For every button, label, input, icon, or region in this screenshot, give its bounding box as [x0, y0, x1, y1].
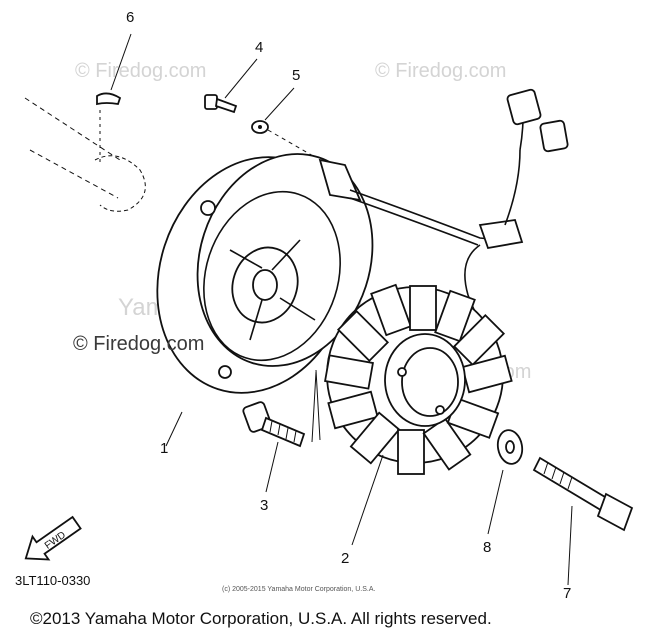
- watermark-firedog-left: © Firedog.com: [73, 333, 204, 355]
- callout-5: 5: [292, 67, 300, 84]
- rotor-part-1: [156, 153, 374, 447]
- bolt-part-3: [242, 369, 321, 493]
- callout-1: 1: [160, 440, 168, 457]
- crankshaft-outline: [24, 97, 146, 212]
- callout-4: 4: [255, 39, 263, 56]
- wire-harness: [318, 88, 569, 341]
- small-copyright: (c) 2005-2015 Yamaha Motor Corporation, …: [222, 586, 375, 593]
- screw-part-4: [204, 58, 258, 114]
- diagram-code: 3LT110-0330: [15, 573, 90, 588]
- fwd-arrow-icon: FWD: [24, 515, 82, 561]
- clamp-part-5: [251, 87, 321, 161]
- watermark-firedog-top-right: © Firedog.com: [375, 60, 506, 82]
- washer-part-8: [487, 429, 524, 535]
- callout-6: 6: [126, 9, 134, 26]
- stator-part-2: [324, 283, 513, 546]
- footer-copyright: ©2013 Yamaha Motor Corporation, U.S.A. A…: [30, 609, 492, 628]
- watermark-firedog-top-left: © Firedog.com: [75, 60, 206, 82]
- callout-3: 3: [260, 497, 268, 514]
- woodruff-key-part-6: [96, 33, 132, 106]
- callout-2: 2: [341, 550, 349, 567]
- bolt-part-7: [532, 456, 634, 586]
- callout-7: 7: [563, 585, 571, 602]
- callout-8: 8: [483, 539, 491, 556]
